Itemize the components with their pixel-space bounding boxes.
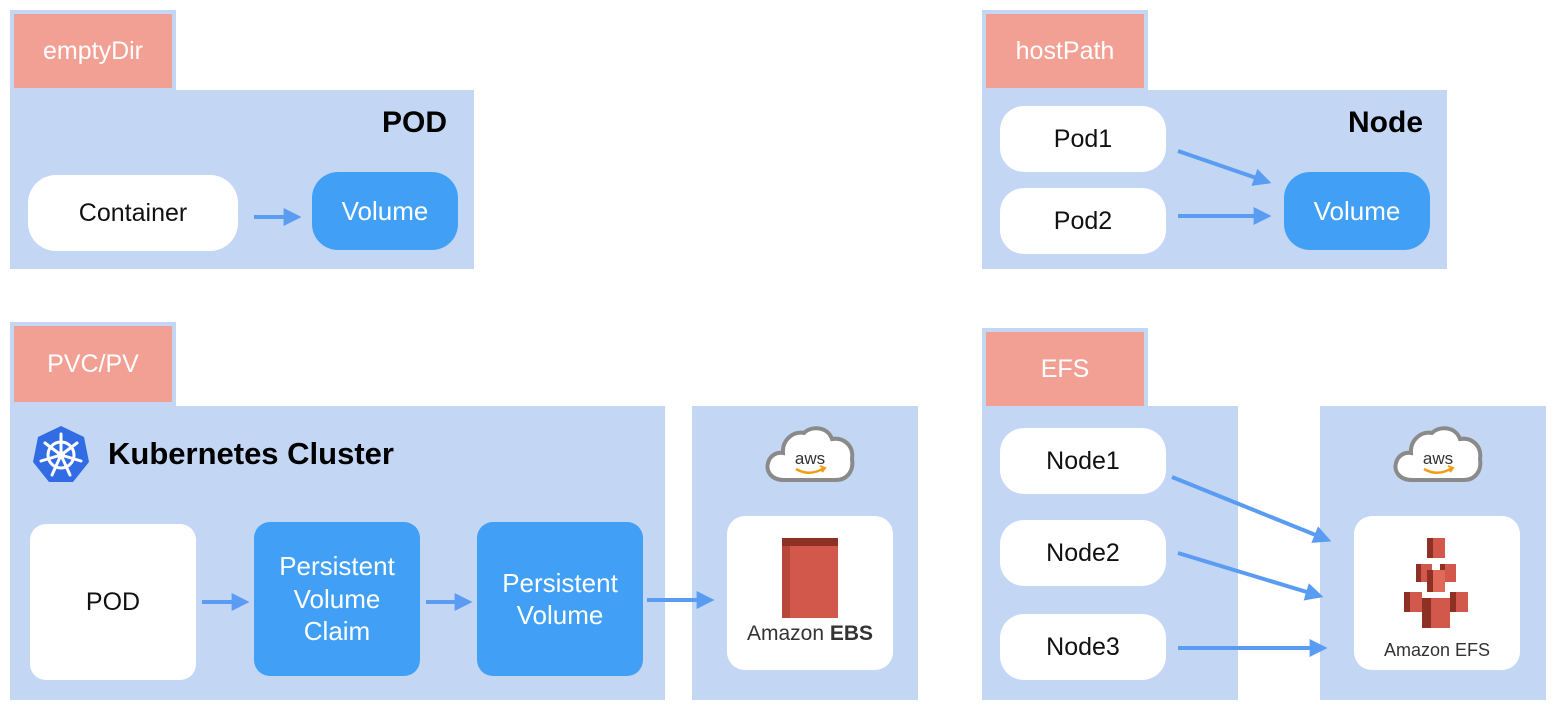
arrow-pod1-to-volume — [1177, 149, 1272, 186]
arrow-node2-to-efs — [1177, 551, 1324, 601]
aws-logo-text: aws — [795, 449, 825, 468]
pvc-line-2: Volume — [293, 583, 381, 614]
pvc-tag: PVC/PV — [14, 326, 172, 402]
node1-box: Node1 — [1000, 428, 1166, 494]
pvc-line-1: Persistent — [279, 551, 395, 582]
pod1-box: Pod1 — [1000, 106, 1166, 172]
efs-tag: EFS — [986, 332, 1144, 406]
node3-box: Node3 — [1000, 614, 1166, 680]
pvc-line-3: Claim — [303, 616, 371, 647]
node2-box: Node2 — [1000, 520, 1166, 586]
persistent-volume-claim: Persistent Volume Claim — [254, 522, 420, 676]
hostpath-node-title: Node — [1348, 106, 1423, 139]
amazon-ebs-label: Amazon EBS — [727, 622, 893, 646]
emptydir-volume: Volume — [312, 172, 458, 250]
aws-cloud-icon: aws — [765, 426, 855, 482]
hostpath-tag: hostPath — [986, 14, 1144, 88]
amazon-ebs-name: EBS — [829, 622, 874, 645]
arrow-node1-to-efs — [1171, 475, 1332, 543]
pvc-pod-box: POD — [30, 524, 196, 680]
aws-logo-text: aws — [1423, 449, 1453, 468]
container-box: Container — [28, 175, 238, 251]
amazon-ebs-icon — [782, 538, 838, 618]
persistent-volume: Persistent Volume — [477, 522, 643, 676]
hostpath-volume: Volume — [1284, 172, 1430, 250]
kubernetes-cluster-title: Kubernetes Cluster — [108, 436, 394, 471]
emptydir-tag: emptyDir — [14, 14, 172, 88]
pod2-box: Pod2 — [1000, 188, 1166, 254]
kubernetes-helm-icon — [33, 426, 89, 482]
amazon-efs-label: Amazon EFS — [1383, 640, 1491, 660]
pv-line-2: Volume — [516, 600, 604, 630]
emptydir-pod-title: POD — [382, 106, 448, 139]
aws-cloud-icon: aws — [1393, 426, 1483, 482]
amazon-ebs-prefix: Amazon — [746, 622, 830, 645]
pv-line-1: Persistent — [502, 567, 618, 598]
amazon-efs-icon — [1404, 538, 1468, 628]
